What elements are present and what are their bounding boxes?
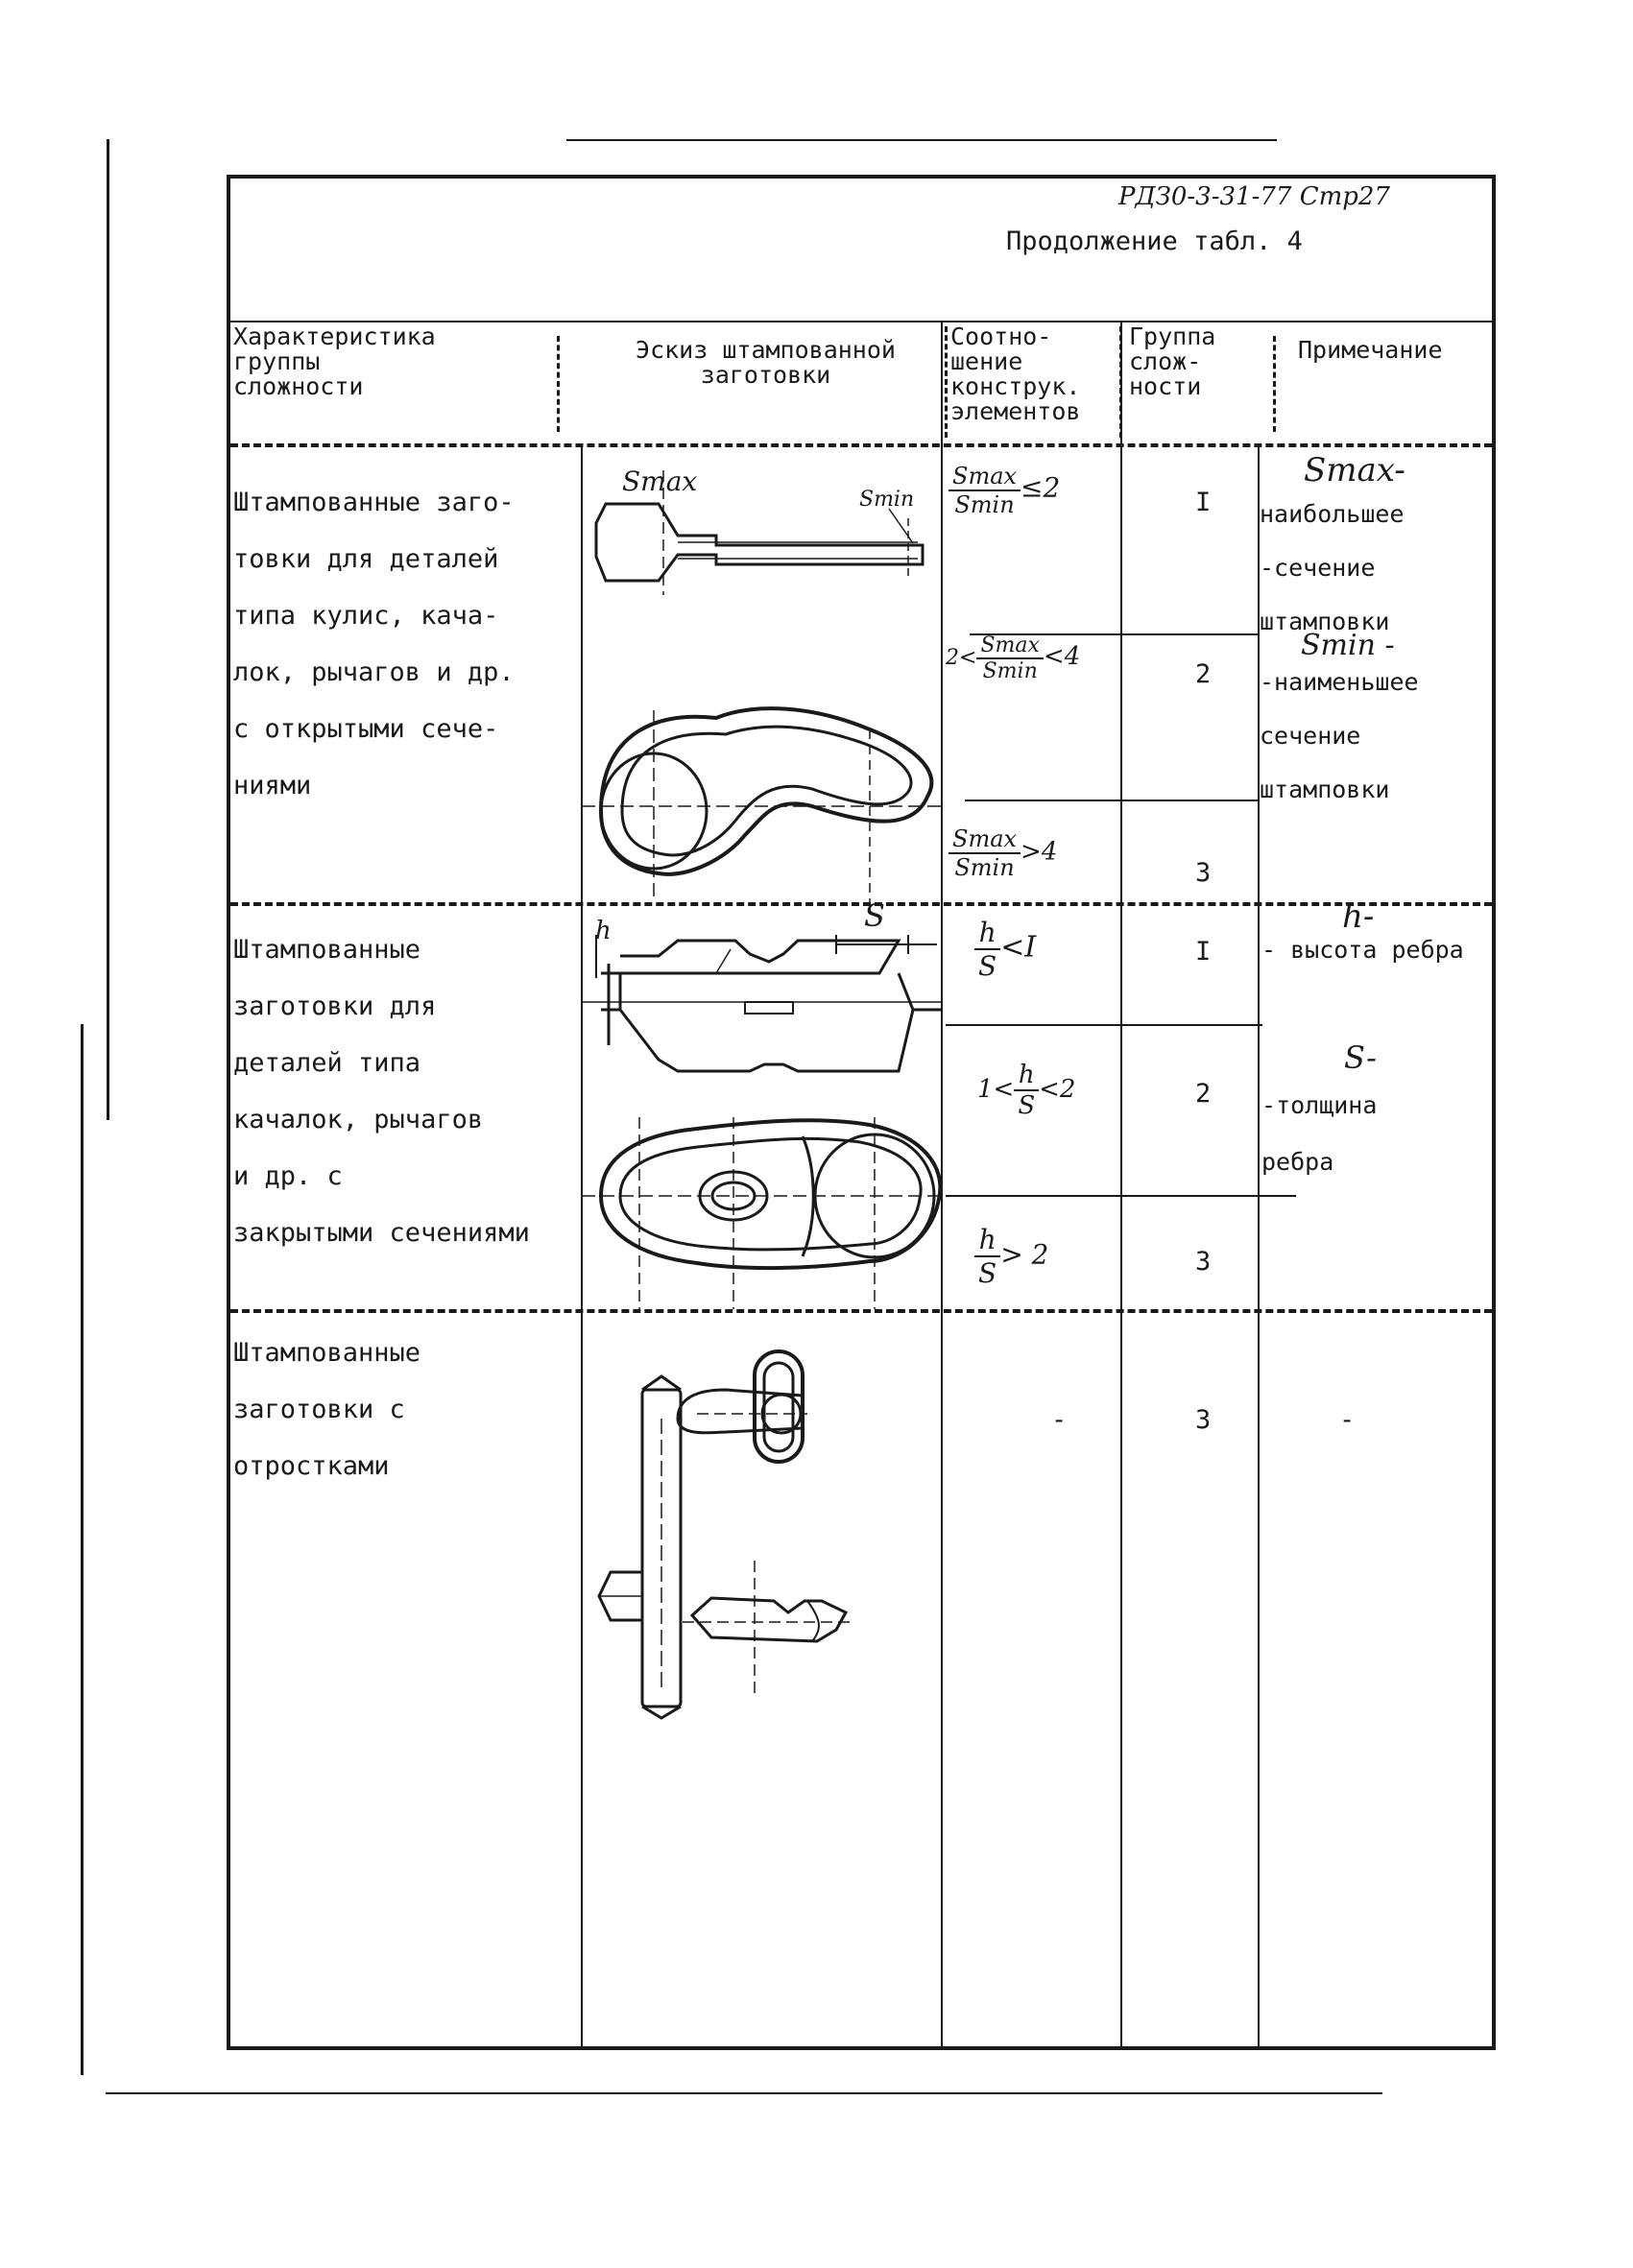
document-code: РДЗ0-3-31-77 Стр27 — [1118, 182, 1390, 211]
col-divider-4 — [1258, 447, 1260, 2046]
row1-label-smin: Smin — [859, 488, 915, 512]
row2-group-3: 3 — [1195, 1247, 1212, 1277]
row1-characteristic: Штампованные заго- товки для деталей тип… — [233, 488, 515, 800]
row3-characteristic: Штампованные заготовки с отростками — [233, 1338, 421, 1481]
scan-top-edge — [566, 139, 1277, 141]
row1-label-smax: Smax — [622, 466, 698, 497]
scan-left-edge-lower — [81, 1024, 84, 2075]
header-group: Группа слож- ности — [1129, 322, 1216, 400]
row1-note-smin-term: Smin - — [1301, 629, 1395, 662]
row2-group-1: I — [1195, 937, 1212, 967]
row1-group-2: 2 — [1195, 659, 1212, 689]
header-sketch: Эскиз штампованной заготовки — [636, 336, 896, 389]
row2-rule — [230, 1309, 1492, 1313]
header-separator-2 — [945, 326, 948, 438]
row2-group-2: 2 — [1195, 1079, 1212, 1109]
row1-note-smax-text: наибольшее -сечение штамповки — [1260, 500, 1405, 635]
row1-rule — [230, 902, 1492, 906]
row2-characteristic: Штампованные заготовки для деталей типа … — [233, 935, 530, 1248]
scan-left-edge — [107, 139, 109, 1120]
row2-sketch-lever — [582, 906, 941, 1309]
header-separator-1 — [557, 336, 560, 432]
row2-label-s: S — [864, 897, 885, 934]
header-characteristic: Характеристика группы сложности — [233, 322, 436, 400]
col-divider-1 — [581, 447, 583, 2046]
header-note: Примечание — [1298, 336, 1443, 364]
header-ratio: Соотно- шение конструк. элементов — [950, 322, 1081, 425]
row1-sub-rule-1 — [970, 633, 1258, 635]
row3-group: 3 — [1195, 1405, 1212, 1435]
row1-group-3: 3 — [1195, 858, 1212, 888]
col-divider-3 — [1120, 322, 1122, 2046]
row2-sub-rule-1 — [946, 1024, 1262, 1026]
row2-note-h-term: h- — [1342, 897, 1375, 936]
table-caption: Продолжение табл. 4 — [1006, 227, 1303, 256]
header-rule — [230, 443, 1492, 447]
row1-sketch-lever — [582, 451, 941, 902]
row2-sub-rule-2 — [946, 1195, 1296, 1197]
row1-note-smin-text: -наименьшее сечение штамповки — [1260, 668, 1419, 803]
table-top-rule — [230, 321, 1492, 322]
row1-sub-rule-2 — [965, 800, 1258, 801]
header-separator-3 — [1119, 326, 1122, 438]
row2-label-h: h — [595, 917, 612, 945]
row3-ratio: - — [1051, 1405, 1068, 1435]
row2-note-s-term: S- — [1344, 1039, 1377, 1076]
row1-group-1: I — [1195, 488, 1212, 517]
header-separator-4 — [1273, 336, 1276, 432]
row2-note-s-text: -толщина ребра — [1261, 1091, 1378, 1176]
row3-note: - — [1339, 1405, 1356, 1435]
row3-sketch-branches — [582, 1313, 941, 1716]
row1-note-smax-term: Smax- — [1304, 451, 1405, 489]
scan-bottom-edge — [106, 2092, 1382, 2094]
row2-note-h-text: - высота ребра — [1261, 936, 1464, 964]
page-frame — [227, 175, 1496, 2050]
